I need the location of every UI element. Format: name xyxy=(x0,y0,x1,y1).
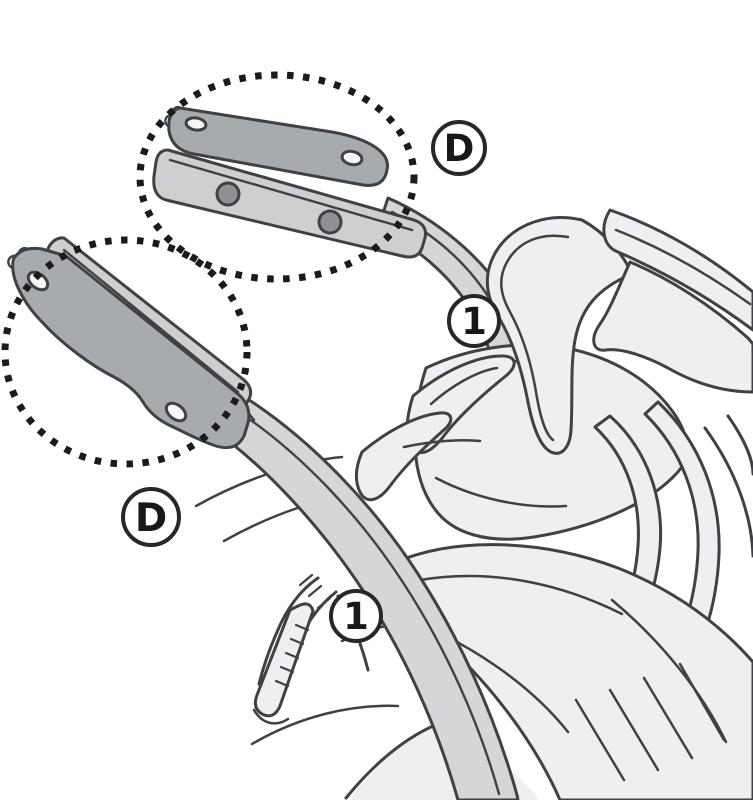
motorcycle-body xyxy=(194,208,753,800)
dotted-detail-circle-top xyxy=(136,71,418,283)
footpeg-tip-cap xyxy=(252,708,290,725)
lower-bracket-rail-edge-line xyxy=(62,248,240,394)
grab-rail-right-inner xyxy=(614,228,752,306)
lower-plate-hole-1 xyxy=(26,270,50,292)
fairing-crease-1 xyxy=(418,574,624,616)
chevron-panel-lower xyxy=(354,411,453,502)
upper-plate-hole-1 xyxy=(184,116,208,132)
grab-handle-left-inner xyxy=(500,234,570,442)
upper-plate-hole-2 xyxy=(340,149,364,167)
callout-1-lower-circle xyxy=(329,589,383,643)
callout-1-lower-label: 1 xyxy=(343,595,369,638)
lower-plate-scallop-1 xyxy=(17,246,30,255)
tail-crease-bottom xyxy=(434,476,568,508)
lower-plate-hole-2 xyxy=(164,401,188,423)
lower-tube-highlight-line xyxy=(234,408,501,796)
footpeg-hanger-line-1 xyxy=(257,576,320,686)
callout-d-left: D xyxy=(121,487,181,547)
fairing-hatch-4 xyxy=(678,662,726,742)
footpeg-rib-4 xyxy=(279,665,295,674)
upper-rail-hole-2 xyxy=(317,209,343,235)
fairing-hatch-3 xyxy=(642,676,694,760)
footpeg-rib-2 xyxy=(289,637,305,646)
callout-d-left-label: D xyxy=(135,496,167,541)
upper-bracket-plate xyxy=(167,106,389,187)
hanger-hatch-3 xyxy=(316,596,332,610)
callout-1-upper: 1 xyxy=(447,294,501,348)
footpeg xyxy=(253,602,315,718)
callout-1-lower: 1 xyxy=(329,589,383,643)
fairing-hatch-2 xyxy=(608,688,660,772)
upper-bracket-rail xyxy=(152,148,427,259)
panel-line-3 xyxy=(402,439,482,449)
hanger-hatch-2 xyxy=(307,584,323,598)
callout-1-upper-circle xyxy=(447,294,501,348)
footpeg-rib-1 xyxy=(294,623,310,632)
callouts: D 1 D 1 xyxy=(121,120,501,643)
panel-line-4 xyxy=(250,704,400,746)
chevron-panel-inner-line xyxy=(429,366,499,406)
bracket-upper xyxy=(152,106,427,259)
lower-tube-shape xyxy=(206,394,520,800)
upper-bracket-rail-edge-line xyxy=(168,158,414,232)
bracket-lower xyxy=(7,236,253,450)
grab-handle-left xyxy=(485,216,634,455)
upper-rail-hole-1 xyxy=(215,181,241,207)
lower-bracket-plate xyxy=(11,246,251,450)
fairing-hatch-1 xyxy=(574,698,626,782)
tail-band-4 xyxy=(726,414,753,476)
callout-d-top-circle xyxy=(431,120,487,176)
hanger-hatch-1 xyxy=(298,573,314,587)
tail-band-3 xyxy=(703,426,753,558)
footpeg-rib-5 xyxy=(274,679,290,688)
grab-handle-right-tip xyxy=(592,260,753,394)
footpeg-rib-3 xyxy=(284,651,300,660)
callout-d-top-label: D xyxy=(444,127,475,170)
fairing-crease-3 xyxy=(610,598,728,744)
callout-1-upper-label: 1 xyxy=(461,300,487,343)
lower-plate-scallop-2 xyxy=(7,254,18,270)
callout-d-top: D xyxy=(431,120,487,176)
dotted-detail-circle-left xyxy=(1,236,251,468)
callout-d-left-circle xyxy=(121,487,181,547)
